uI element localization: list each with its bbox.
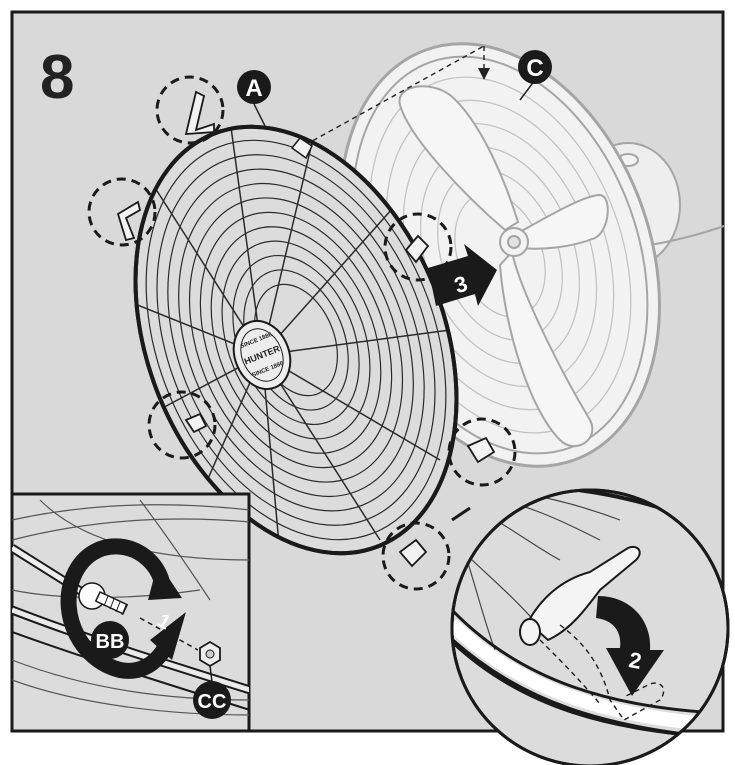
svg-text:BB: BB	[96, 631, 125, 653]
alignment-guide	[304, 45, 485, 146]
callout-a: A	[237, 70, 271, 127]
callout-c: C	[518, 50, 552, 101]
callout-cc: CC	[193, 665, 231, 719]
callout-bb: BB	[91, 621, 129, 659]
clip-highlight-circles	[87, 75, 517, 591]
step-number: 8	[40, 43, 74, 112]
svg-text:C: C	[526, 55, 543, 82]
arrow-3-attach: 3	[428, 244, 497, 306]
zoom-clip-detail: 2	[450, 488, 730, 765]
svg-text:2: 2	[627, 647, 643, 674]
svg-text:CC: CC	[198, 691, 227, 713]
brand-badge: SINCE 1886 HUNTER SINCE 1886	[232, 320, 292, 390]
svg-text:A: A	[245, 75, 262, 102]
grill-clips	[116, 90, 496, 568]
alignment-arrowhead	[478, 68, 490, 80]
inset-screw-detail: 1 BB CC	[10, 492, 251, 733]
